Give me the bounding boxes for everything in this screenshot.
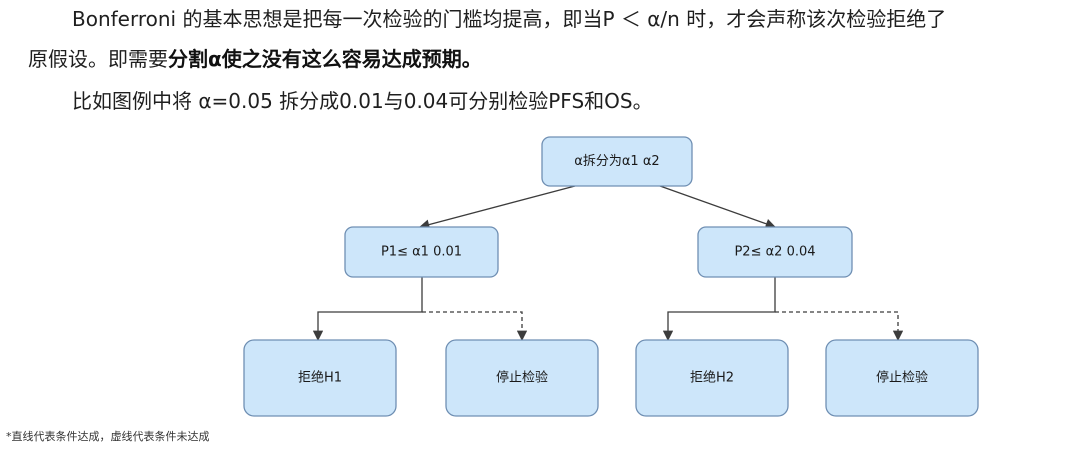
node-reject-h1-label: 拒绝H1: [298, 370, 342, 386]
node-reject-h2-label: 拒绝H2: [690, 370, 734, 386]
edge-root-to-left: [418, 185, 576, 230]
legend-footnote: *直线代表条件达成，虚线代表条件未达成: [6, 430, 210, 443]
paragraph-example: 比如图例中将 α=0.05 拆分成0.01与0.04可分别检验PFS和OS。: [72, 89, 653, 113]
edge-root-to-right: [659, 185, 776, 229]
node-right-stop-label: 停止检验: [876, 370, 928, 386]
edge-left-to-reject-h1: [312, 277, 423, 342]
node-root: α拆分为α1 α2: [541, 136, 693, 187]
node-reject-h1: 拒绝H1: [243, 339, 397, 417]
node-left-condition: P1≤ α1 0.01: [344, 226, 499, 278]
node-left-stop: 停止检验: [445, 339, 599, 417]
node-reject-h2: 拒绝H2: [635, 339, 789, 417]
edge-right-to-stop: [775, 311, 904, 342]
node-left-stop-label: 停止检验: [496, 370, 548, 386]
paragraph-bold-emphasis: 分割α使之没有这么容易达成预期。: [168, 47, 482, 71]
paragraph-null-hypothesis: 原假设。即需要分割α使之没有这么容易达成预期。: [28, 46, 482, 72]
paragraph-prefix: 原假设。即需要: [28, 47, 168, 71]
node-right-condition-label: P2≤ α2 0.04: [734, 245, 815, 260]
node-right-condition: P2≤ α2 0.04: [697, 226, 853, 278]
node-right-stop: 停止检验: [825, 339, 979, 417]
edge-left-to-stop: [422, 311, 528, 342]
edge-right-to-reject-h2: [662, 277, 776, 342]
node-left-condition-label: P1≤ α1 0.01: [381, 245, 462, 260]
node-root-label: α拆分为α1 α2: [574, 154, 659, 169]
paragraph-bonferroni-idea: Bonferroni 的基本思想是把每一次检验的门槛均提高，即当P ＜ α/n …: [72, 7, 947, 31]
